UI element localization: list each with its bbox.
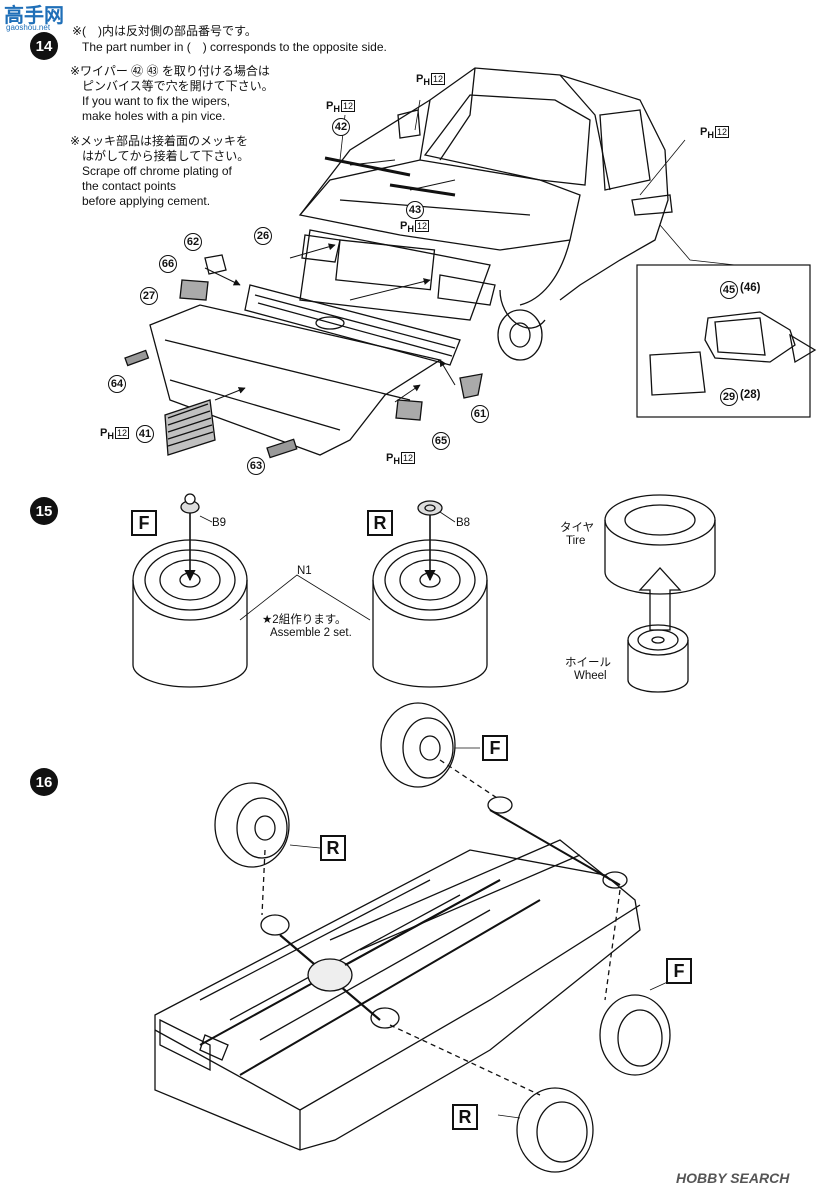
- front-label-step16-top: F: [482, 735, 508, 761]
- step-14-badge: 14: [30, 32, 58, 60]
- note-line-9: Scrape off chrome plating of: [82, 164, 232, 178]
- part-61: 61: [471, 405, 489, 423]
- tire-en: Tire: [566, 535, 586, 547]
- assemble-jp: ★2組作ります。: [262, 614, 347, 626]
- part-66: 66: [159, 255, 177, 273]
- part-41: 41: [136, 425, 154, 443]
- step-15-wheels-drawing: [132, 493, 716, 693]
- rear-label-step16-left: R: [320, 835, 346, 861]
- tire-jp: タイヤ: [560, 522, 595, 534]
- note-line-4: ピンバイス等で穴を開けて下さい。: [82, 79, 274, 93]
- assemble-en: Assemble 2 set.: [270, 627, 352, 639]
- front-label-step16-right: F: [666, 958, 692, 984]
- note-line-1: ※( )内は反対側の部品番号です。: [72, 24, 257, 38]
- watermark-logo-graphic: 高手网: [4, 3, 64, 27]
- note-line-11: before applying cement.: [82, 194, 211, 208]
- part-43: 43: [406, 201, 424, 219]
- part-26: 26: [254, 227, 272, 245]
- note-line-2: The part number in ( ) corresponds to th…: [82, 40, 387, 54]
- note-line-10: the contact points: [82, 179, 177, 193]
- part-46-paren: (46): [740, 282, 761, 294]
- watermark-sub: gaoshou.net: [6, 23, 51, 32]
- wheel-en: Wheel: [574, 670, 607, 682]
- part-b9: B9: [212, 517, 227, 529]
- step-16-badge: 16: [30, 768, 58, 796]
- part-46: 46: [743, 282, 757, 294]
- note-line-8: はがしてから接着して下さい。: [82, 149, 250, 163]
- part-42: 42: [332, 118, 350, 136]
- part-64: 64: [108, 375, 126, 393]
- note-line-6: make holes with a pin vice.: [82, 109, 226, 123]
- part-63: 63: [247, 457, 265, 475]
- note-line-3: ※ワイパー ㊷ ㊸ を取り付ける場合は: [70, 64, 270, 78]
- note-line-5: If you want to fix the wipers,: [82, 94, 231, 108]
- rear-label-step15: R: [367, 510, 393, 536]
- note-line-7: ※メッキ部品は接着面のメッキを: [70, 134, 249, 148]
- part-27: 27: [140, 287, 158, 305]
- watermark-logo: 高手网 gaoshou.net: [4, 2, 74, 34]
- part-45: 45: [720, 281, 738, 299]
- watermark-hobbysearch: HOBBY SEARCH: [676, 1170, 790, 1186]
- part-29: 29: [720, 388, 738, 406]
- step-15-badge: 15: [30, 497, 58, 525]
- front-label-step15: F: [131, 510, 157, 536]
- part-65: 65: [432, 432, 450, 450]
- part-n1: N1: [297, 565, 312, 577]
- step-14-truck-drawing: [124, 67, 817, 459]
- part-62: 62: [184, 233, 202, 251]
- part-28-paren: (28): [740, 389, 761, 401]
- wheel-jp: ホイール: [565, 657, 611, 669]
- svg-text:高手网: 高手网: [4, 3, 64, 27]
- step-16-chassis-drawing: [154, 702, 673, 1173]
- part-28: 28: [743, 389, 757, 401]
- part-b8: B8: [456, 517, 471, 529]
- rear-label-step16-bottom: R: [452, 1104, 478, 1130]
